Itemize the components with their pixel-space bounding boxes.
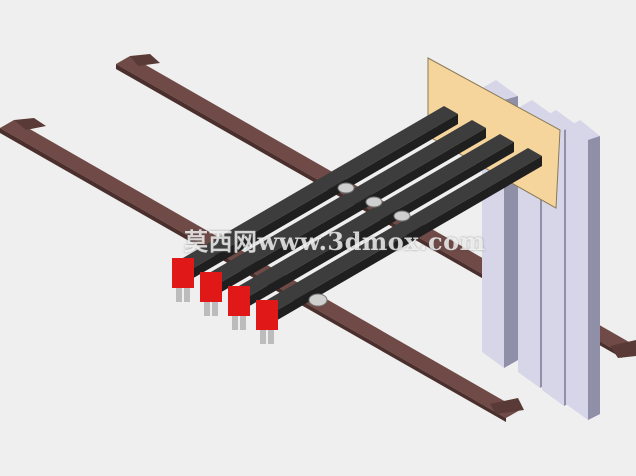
busbar-2 (204, 120, 486, 294)
busbar-4 (260, 148, 542, 322)
rail-front (0, 118, 524, 422)
busbar-3 (232, 134, 514, 308)
busbar-1 (176, 106, 458, 280)
red-connector-2 (200, 272, 222, 316)
red-connector-3 (228, 286, 250, 330)
plate-4 (566, 120, 600, 420)
watermark: 莫西网www.3dmox.com (184, 227, 486, 256)
red-connector-1 (172, 258, 194, 302)
support-insulators (308, 182, 411, 307)
red-connector-4 (256, 300, 278, 344)
